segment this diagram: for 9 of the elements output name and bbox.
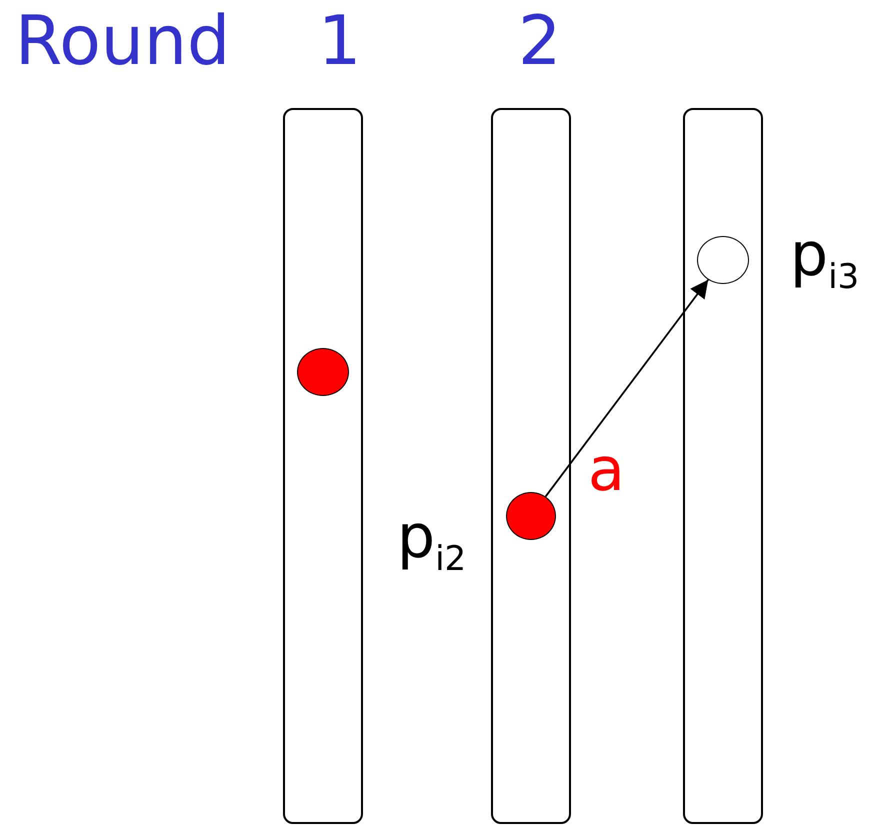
round-number: 1 xyxy=(318,8,362,76)
edge-label: a xyxy=(588,440,625,500)
point-label: p$_{i3}$ xyxy=(790,225,860,294)
column-bar xyxy=(283,108,363,824)
round-heading: Round xyxy=(15,8,230,76)
arrow xyxy=(544,279,709,498)
point-label: p$_{i2}$ xyxy=(397,507,466,576)
round-number: 2 xyxy=(518,8,562,76)
dot-marker xyxy=(297,348,349,396)
